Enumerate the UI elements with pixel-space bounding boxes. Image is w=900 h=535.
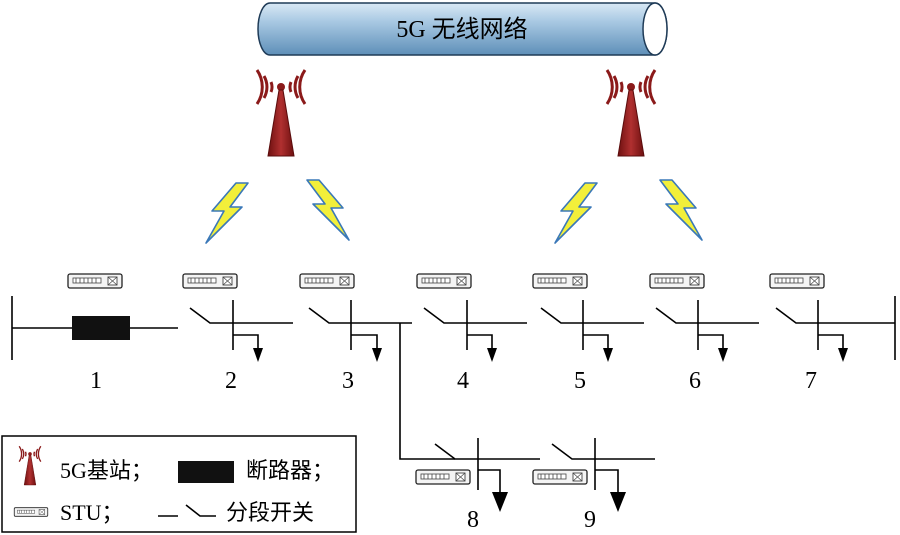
station-label-9: 9 (584, 507, 596, 533)
lightning-bolt-icon (554, 182, 598, 244)
stu-device-icon (649, 273, 705, 289)
switch-unit-4 (423, 300, 527, 362)
switch-unit-6 (655, 300, 759, 362)
station-label-4: 4 (457, 368, 469, 394)
switch-unit-8 (434, 438, 540, 512)
line-segment-1 (11, 296, 178, 360)
switch-unit-7 (775, 296, 896, 362)
legend: 5G基站； 断路器； STU； 分段开关 (1, 435, 357, 533)
station-label-8: 8 (467, 507, 479, 533)
stu-device-icon (532, 273, 588, 289)
antenna-tower-icon (255, 68, 307, 158)
sectionalizing-switch-icon (158, 504, 216, 517)
branch-line (399, 323, 455, 460)
stu-device-icon (415, 469, 471, 485)
network-title: 5G 无线网络 (396, 16, 527, 43)
station-label-5: 5 (574, 368, 586, 394)
station-label-3: 3 (342, 368, 354, 394)
antenna-tower-icon (605, 68, 657, 158)
lightning-bolt-icon (205, 182, 249, 244)
switch-unit-3 (308, 300, 412, 362)
station-label-2: 2 (225, 368, 237, 394)
lightning-bolt-icon (659, 179, 703, 241)
stu-device-icon (769, 273, 825, 289)
legend-stu: STU； (60, 500, 124, 525)
switch-unit-9 (551, 438, 655, 512)
switch-unit-2 (189, 300, 293, 362)
stu-device-icon (67, 273, 123, 289)
lightning-bolt-icon (306, 179, 350, 241)
station-label-6: 6 (689, 368, 701, 394)
breaker-icon (72, 316, 130, 340)
stu-device-icon (182, 273, 238, 289)
network-cylinder: 5G 无线网络 (257, 2, 668, 56)
legend-base-station: 5G基站； (60, 458, 153, 483)
stu-device-icon (532, 469, 588, 485)
legend-breaker: 断路器； (246, 458, 334, 483)
switch-unit-5 (540, 300, 644, 362)
station-label-7: 7 (805, 368, 817, 394)
stu-device-icon (416, 273, 472, 289)
stu-device-icon (13, 507, 49, 517)
legend-switch: 分段开关 (226, 500, 314, 525)
station-label-1: 1 (90, 368, 102, 394)
stu-device-icon (299, 273, 355, 289)
breaker-icon (178, 461, 234, 483)
